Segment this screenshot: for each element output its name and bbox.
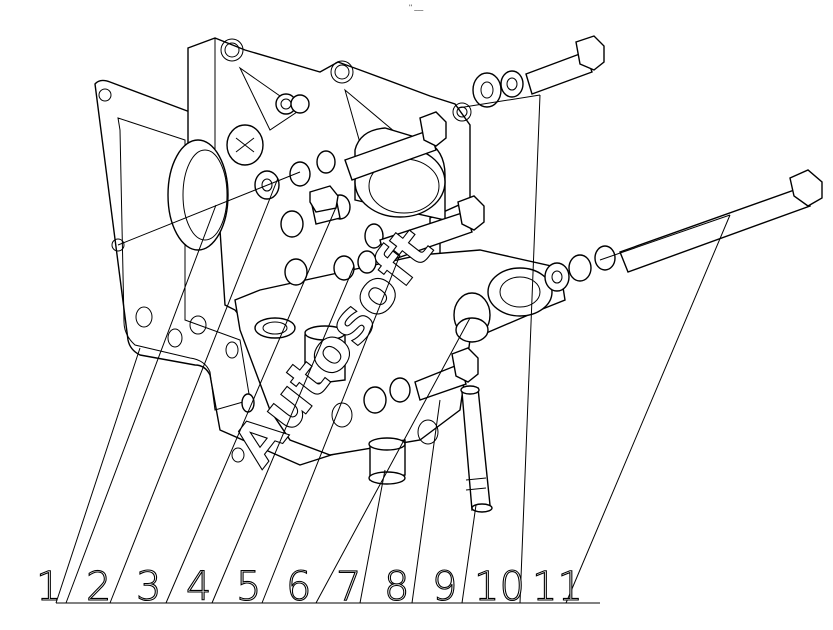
callout-5: 5 [236, 564, 261, 610]
pump-cover [234, 249, 566, 485]
callout-9: 9 [432, 564, 457, 610]
stud-rod [460, 385, 493, 513]
bolt-mid [309, 111, 485, 401]
top-mark: '' ___ [409, 4, 424, 11]
bolt-long [619, 169, 823, 273]
gasket-plate [94, 79, 441, 466]
callout-10: 10 [474, 564, 525, 610]
callout-7: 7 [336, 564, 361, 610]
callout-2: 2 [86, 564, 111, 610]
leader-lines [55, 94, 731, 604]
callout-6: 6 [286, 564, 311, 610]
callout-numbers: 1 2 3 4 5 6 7 8 9 10 11 [35, 563, 583, 610]
callout-4: 4 [186, 564, 211, 610]
callout-1: 1 [36, 564, 61, 610]
callout-3: 3 [136, 564, 161, 610]
callout-11: 11 [532, 564, 583, 610]
bolt-top [525, 35, 605, 95]
callout-8: 8 [384, 564, 409, 610]
washers [241, 70, 616, 414]
